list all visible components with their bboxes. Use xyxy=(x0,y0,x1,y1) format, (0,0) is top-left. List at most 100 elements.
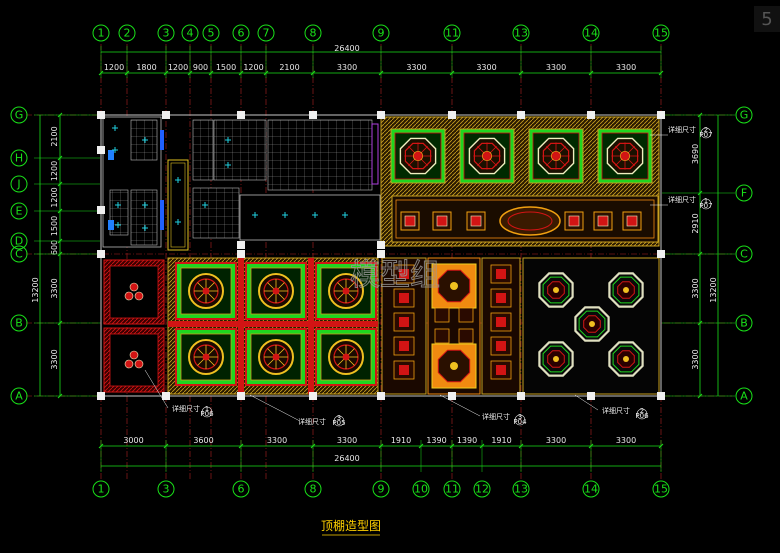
corridor-octagon-1 xyxy=(431,343,477,389)
ceiling-light-12 xyxy=(115,222,121,228)
mid-bar-tile-3 xyxy=(564,211,584,231)
top-dim-6: 2100 xyxy=(279,63,299,72)
top-axis-4: 4 xyxy=(181,24,199,42)
svg-text:B: B xyxy=(740,317,748,330)
svg-text:C: C xyxy=(15,248,23,261)
column-24 xyxy=(97,206,105,214)
svg-text:详细尺寸: 详细尺寸 xyxy=(668,125,696,134)
drawing-title: 顶棚造型图 xyxy=(321,518,381,533)
svg-text:14: 14 xyxy=(584,483,598,496)
mid-bar-tile-5 xyxy=(622,211,642,231)
bottom-axis-11: 11 xyxy=(443,480,461,498)
top-axis-8: 8 xyxy=(304,24,322,42)
vip-room-bottom xyxy=(522,257,660,395)
top-dim-5: 1200 xyxy=(243,63,263,72)
svg-text:D: D xyxy=(15,235,23,248)
ceiling-light-2 xyxy=(142,137,148,143)
bottom-axis-10: 10 xyxy=(412,480,430,498)
bottom-octagon-0 xyxy=(538,272,574,308)
top-axis-13: 13 xyxy=(512,24,530,42)
top-axis-1: 1 xyxy=(92,24,110,42)
ceiling-light-5 xyxy=(225,137,231,143)
right-axis-A: A xyxy=(735,387,753,405)
bottom-dim-8: 3300 xyxy=(546,436,566,445)
column-20 xyxy=(517,392,525,400)
top-axis-3: 3 xyxy=(157,24,175,42)
svg-text:1: 1 xyxy=(98,483,105,496)
ceiling-light-1 xyxy=(112,147,118,153)
structural-columns xyxy=(97,111,665,400)
svg-text:1: 1 xyxy=(205,405,209,413)
column-18 xyxy=(309,392,317,400)
corridor-small-tile-2 xyxy=(434,328,450,344)
svg-text:P07: P07 xyxy=(699,202,712,210)
svg-text:G: G xyxy=(15,109,24,122)
column-19 xyxy=(448,392,456,400)
svg-text:5: 5 xyxy=(761,9,772,30)
right-axis-F: F xyxy=(735,184,753,202)
top-octagon-1 xyxy=(459,128,515,184)
svg-text:13: 13 xyxy=(514,27,528,40)
top-octagon-2 xyxy=(528,128,584,184)
top-dim-0: 1200 xyxy=(104,63,124,72)
top-axis-15: 15 xyxy=(652,24,670,42)
ceiling-light-0 xyxy=(112,125,118,131)
top-axis-2: 2 xyxy=(118,24,136,42)
watermark: 模型组 xyxy=(350,258,440,293)
bottom-dim-9: 3300 xyxy=(616,436,636,445)
ceiling-light-7 xyxy=(252,212,258,218)
top-dim-1: 1800 xyxy=(136,63,156,72)
top-axis-9: 9 xyxy=(372,24,390,42)
left-dim-1: 1200 xyxy=(50,161,59,181)
svg-text:2: 2 xyxy=(124,27,131,40)
svg-text:E: E xyxy=(16,205,23,218)
bottom-axis-14: 14 xyxy=(582,480,600,498)
wheel-panel-4 xyxy=(245,328,307,386)
ceiling-light-6 xyxy=(225,162,231,168)
service-area xyxy=(102,116,381,251)
bottom-octagon-4 xyxy=(608,341,644,377)
svg-text:P06: P06 xyxy=(635,412,649,420)
column-14 xyxy=(448,111,456,119)
svg-text:P07: P07 xyxy=(699,131,712,139)
ceiling-light-15 xyxy=(202,202,208,208)
svg-text:9: 9 xyxy=(378,27,385,40)
mid-bar-tile-2 xyxy=(466,211,486,231)
svg-text:B: B xyxy=(15,317,23,330)
ceiling-light-4 xyxy=(142,225,148,231)
mid-bar-tile-1 xyxy=(432,211,452,231)
svg-text:2: 2 xyxy=(640,407,644,415)
mid-bar-tile-0 xyxy=(400,211,420,231)
bottom-octagon-1 xyxy=(608,272,644,308)
bottom-dim-0: 3000 xyxy=(123,436,143,445)
column-10 xyxy=(657,250,665,258)
left-axis-C: C xyxy=(10,245,28,263)
column-17 xyxy=(162,392,170,400)
corridor-tile-0-4 xyxy=(393,360,415,380)
svg-text:6: 6 xyxy=(238,27,245,40)
corridor-tile-0-3 xyxy=(393,336,415,356)
column-25 xyxy=(97,146,105,154)
corridor-tile-0-1 xyxy=(393,288,415,308)
svg-text:10: 10 xyxy=(414,483,428,496)
svg-text:1: 1 xyxy=(98,27,105,40)
corridor-tile-1-4 xyxy=(490,360,512,380)
detail-note-6: 详细尺寸 1 P07 xyxy=(650,195,713,210)
svg-text:3: 3 xyxy=(163,483,170,496)
right-dim-1: 2910 xyxy=(691,213,700,233)
left-axis-D: D xyxy=(10,232,28,250)
ceiling-light-9 xyxy=(312,212,318,218)
top-dim-2: 1200 xyxy=(168,63,188,72)
left-dim-4: 600 xyxy=(50,240,59,255)
top-dim-7: 3300 xyxy=(337,63,357,72)
svg-text:9: 9 xyxy=(378,483,385,496)
svg-text:P04: P04 xyxy=(513,418,527,426)
corridor-tile-0-0 xyxy=(393,264,415,284)
svg-text:7: 7 xyxy=(263,27,270,40)
